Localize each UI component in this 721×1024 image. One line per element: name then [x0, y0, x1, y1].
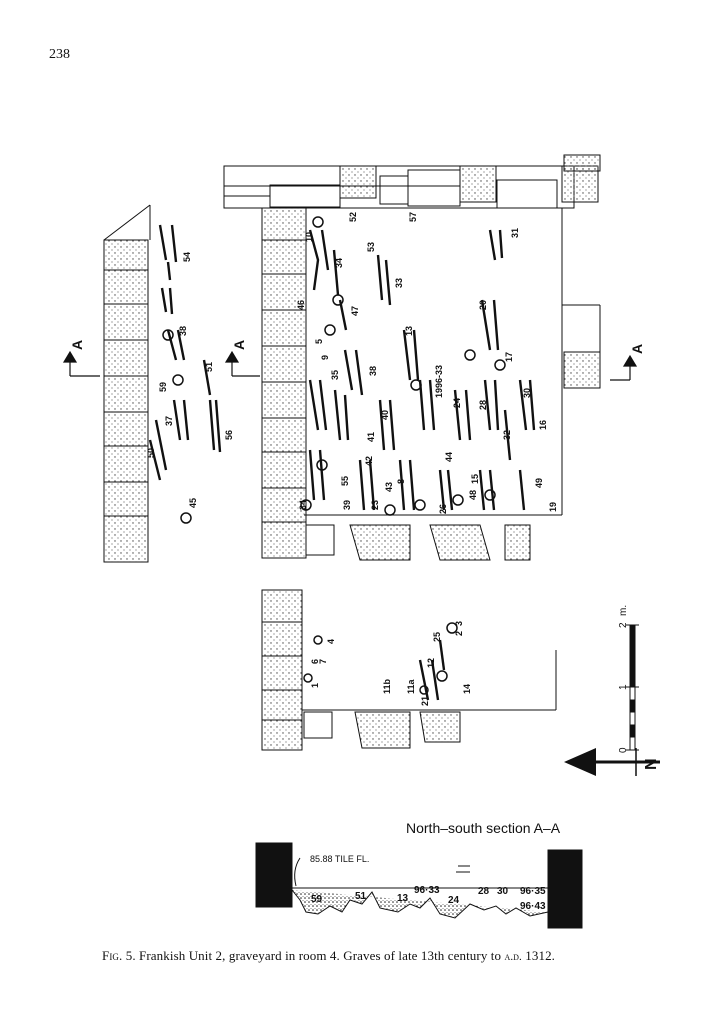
grave-label: 6	[310, 659, 320, 664]
grave-label: 35	[330, 370, 340, 380]
grave-label: 31	[510, 228, 520, 238]
grave-label: 37	[164, 416, 174, 426]
grave-label: 15	[470, 474, 480, 484]
scale-tick-label: 1	[618, 684, 629, 690]
scale-tick-label: 0	[618, 747, 629, 753]
lower-room	[261, 589, 557, 751]
grave-label: 21	[420, 696, 430, 706]
grave-label: 14	[462, 684, 472, 694]
grave-label: 20	[478, 300, 488, 310]
grave-label: 11b	[382, 678, 392, 694]
section-marker-left: A	[62, 340, 100, 377]
section-grave-label: 96·33	[414, 885, 440, 896]
scale-bar: 2 m. 1 0	[618, 605, 639, 753]
grave-label: 4	[326, 639, 336, 644]
grave-label: 5	[314, 339, 324, 344]
grave-label: 25	[432, 632, 442, 642]
grave-label: 16	[538, 420, 548, 430]
section-grave-label: 96·43	[520, 901, 546, 912]
grave-label: 28	[478, 400, 488, 410]
grave-label: 57	[408, 212, 418, 222]
grave-label: 19	[548, 502, 558, 512]
caption-year: 1312.	[525, 948, 556, 963]
svg-text:A: A	[69, 340, 85, 350]
grave-label: 52	[348, 212, 358, 222]
section-grave-label: 13	[397, 893, 409, 904]
section-grave-label: 28	[478, 886, 490, 897]
section-title: North–south section A–A	[406, 820, 561, 836]
caption-text: Frankish Unit 2, graveyard in room 4. Gr…	[139, 948, 502, 963]
grave-label: 50	[146, 448, 156, 458]
figure-caption: Fig. 5. Frankish Unit 2, graveyard in ro…	[102, 948, 642, 964]
section-a-a	[255, 842, 583, 929]
grave-label: 42	[364, 456, 374, 466]
caption-era: a.d.	[504, 951, 522, 963]
grave-label: 10	[304, 232, 314, 242]
grave-label: 2	[454, 631, 464, 636]
grave-label: 34	[334, 258, 344, 268]
section-grave-label: 24	[448, 895, 460, 906]
grave-label: 39	[342, 500, 352, 510]
grave-labels: 54 38 59 51 37 56 50 45 10 52 57 31 53 3…	[146, 212, 558, 706]
grave-label: 46	[296, 300, 306, 310]
north-wall	[223, 154, 601, 209]
grave-label: 34	[298, 500, 308, 510]
grave-label: 41	[366, 432, 376, 442]
grave-label: 12	[426, 658, 436, 668]
grave-label: 1	[310, 683, 320, 688]
grave-label: 3	[454, 621, 464, 626]
figure-label: Fig. 5.	[102, 948, 136, 963]
grave-label: 38	[178, 326, 188, 336]
grave-label: 24	[452, 398, 462, 408]
scale-tick-label: 2	[618, 622, 629, 628]
grave-label: 54	[182, 252, 192, 262]
grave-label: 13	[404, 326, 414, 336]
north-arrow-icon: N	[564, 748, 660, 776]
section-grave-label: 96·35	[520, 886, 546, 897]
grave-label: 53	[366, 242, 376, 252]
section-marker-middle: A	[224, 340, 260, 377]
svg-text:N: N	[643, 758, 660, 770]
grave-label: 33	[394, 278, 404, 288]
west-strip	[103, 204, 151, 563]
section-grave-label: 59	[311, 894, 323, 905]
scale-unit: m.	[618, 605, 629, 616]
upper-room	[261, 207, 601, 561]
tile-floor-label: 85.88 TILE FL.	[310, 854, 369, 864]
svg-text:A: A	[629, 344, 645, 354]
grave-label: 49	[534, 478, 544, 488]
grave-label: 40	[380, 410, 390, 420]
grave-label: 7	[318, 659, 328, 664]
page-number: 238	[49, 47, 70, 62]
grave-label: 23	[370, 500, 380, 510]
svg-text:A: A	[231, 340, 247, 350]
grave-label: 9	[320, 355, 330, 360]
grave-label: 47	[350, 306, 360, 316]
grave-label: 26	[438, 504, 448, 514]
grave-label: 11a	[406, 678, 416, 694]
grave-label: 56	[224, 430, 234, 440]
grave-label: 32	[502, 430, 512, 440]
grave-label: 30	[522, 388, 532, 398]
grave-label: 43	[384, 482, 394, 492]
grave-label: 1996-33	[434, 365, 444, 398]
grave-label: 55	[340, 476, 350, 486]
section-labels: 85.88 TILE FL. 59 51 13 96·33 24 28 30 9…	[310, 854, 546, 912]
skulls	[162, 216, 506, 695]
grave-label: 8	[396, 479, 406, 484]
grave-label: 45	[188, 498, 198, 508]
grave-label: 44	[444, 452, 454, 462]
grave-label: 48	[468, 490, 478, 500]
grave-label: 17	[504, 352, 514, 362]
grave-label: 59	[158, 382, 168, 392]
section-grave-label: 51	[355, 891, 367, 902]
grave-label: 51	[204, 362, 214, 372]
section-grave-label: 30	[497, 886, 509, 897]
burial-marks	[148, 224, 536, 701]
grave-label: 38	[368, 366, 378, 376]
section-marker-right: A	[610, 344, 645, 381]
